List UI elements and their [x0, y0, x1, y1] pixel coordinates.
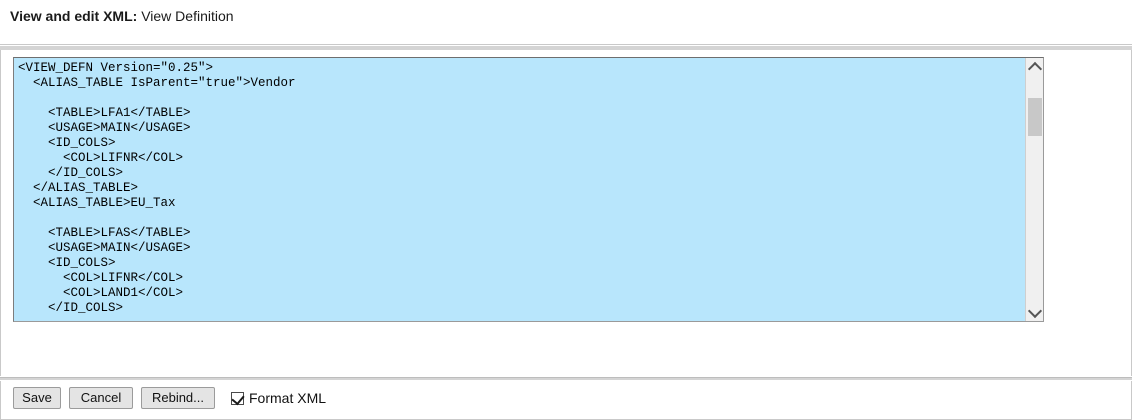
- format-xml-label: Format XML: [249, 390, 327, 406]
- editor-panel: <VIEW_DEFN Version="0.25"> <ALIAS_TABLE …: [0, 50, 1132, 376]
- format-xml-checkbox[interactable]: [231, 391, 245, 405]
- editor-vertical-scrollbar[interactable]: [1025, 58, 1043, 321]
- xml-editor-container[interactable]: <VIEW_DEFN Version="0.25"> <ALIAS_TABLE …: [13, 57, 1044, 322]
- header-divider: [0, 46, 1132, 50]
- format-xml-checkbox-group[interactable]: Format XML: [231, 387, 326, 409]
- checkmark-icon: [231, 391, 245, 405]
- scroll-down-button[interactable]: [1026, 303, 1043, 321]
- chevron-down-icon: [1027, 303, 1042, 318]
- page-title-subject: View Definition: [137, 8, 234, 24]
- page-title: View and edit XML: View Definition: [10, 7, 234, 25]
- scrollbar-thumb[interactable]: [1028, 98, 1042, 136]
- action-button-bar: Save Cancel Rebind... Format XML: [0, 381, 1132, 420]
- page-title-prefix: View and edit XML:: [10, 8, 138, 24]
- scroll-up-button[interactable]: [1026, 58, 1043, 76]
- cancel-button[interactable]: Cancel: [69, 387, 133, 409]
- page-header: View and edit XML: View Definition: [0, 0, 1132, 45]
- chevron-up-icon: [1027, 61, 1042, 76]
- footer-divider: [0, 377, 1132, 380]
- rebind-button[interactable]: Rebind...: [141, 387, 215, 409]
- xml-definition-editor[interactable]: <VIEW_DEFN Version="0.25"> <ALIAS_TABLE …: [14, 58, 1025, 321]
- save-button[interactable]: Save: [13, 387, 61, 409]
